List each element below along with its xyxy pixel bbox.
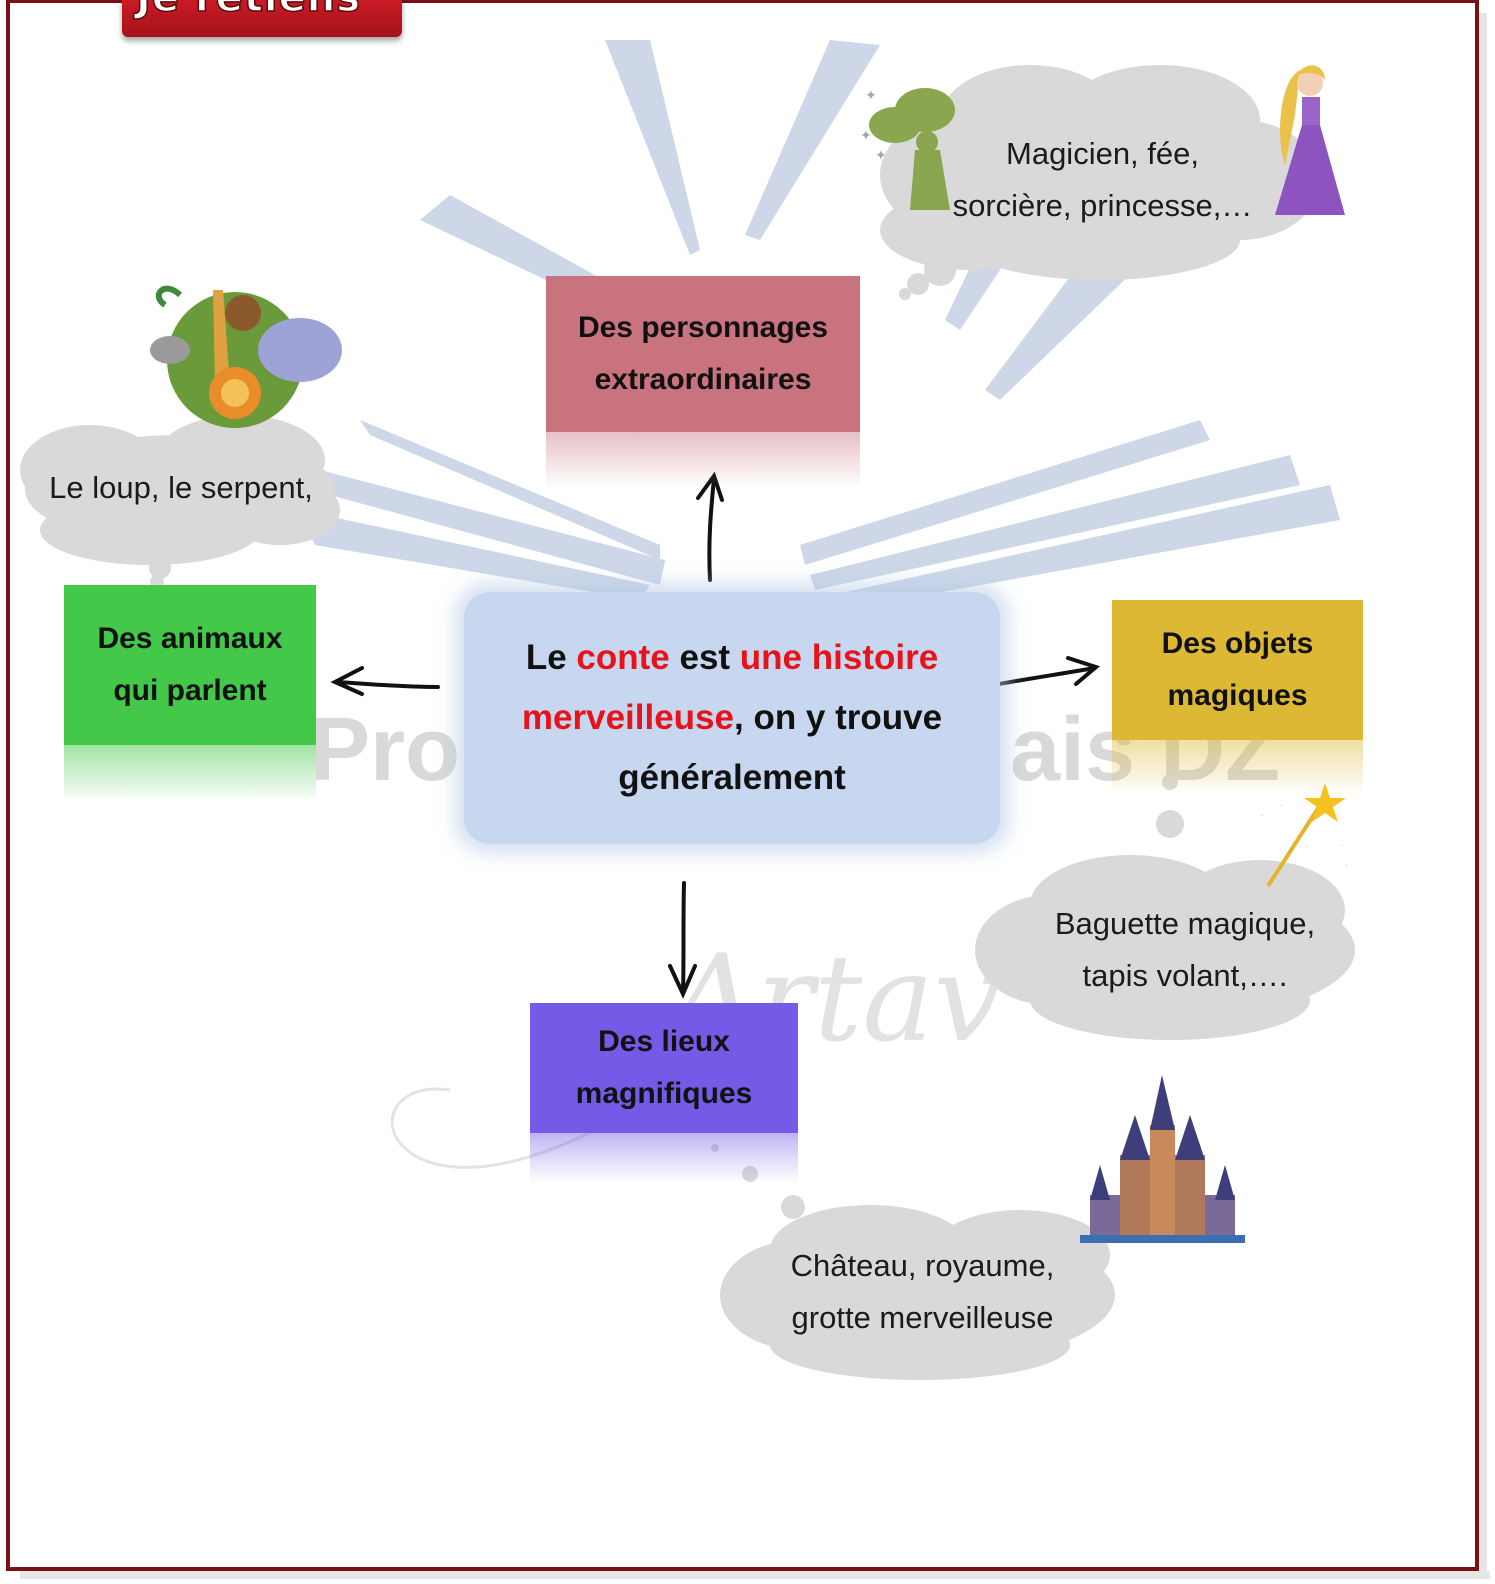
svg-text:·: · <box>1280 800 1283 811</box>
cloud-animaux-text: Le loup, le serpent, <box>22 462 340 514</box>
box-personnages: Des personnages extraordinaires <box>546 276 860 432</box>
center-line-1: Le conte est une histoire <box>525 638 939 677</box>
watermark-text: Pro <box>310 700 460 800</box>
princess-icon <box>1275 65 1345 215</box>
box-personnages-line1: Des personnages <box>577 311 829 344</box>
cloud-objets <box>975 774 1355 1040</box>
castle-icon <box>1080 1075 1245 1243</box>
center-line-2: merveilleuse, on y trouve <box>521 698 943 737</box>
cloud-personnages-line2: sorcière, princesse,… <box>952 188 1253 223</box>
badge-label: Je retiens <box>135 0 361 22</box>
box-personnages-line2: extraordinaires <box>594 363 812 396</box>
box-objets-line1: Des objets <box>1161 627 1314 660</box>
box-lieux-line1: Des lieux <box>598 1025 730 1058</box>
arrow-up-head <box>696 471 724 502</box>
central-definition-box: Le conte est une histoire merveilleuse, … <box>464 592 1000 844</box>
box-lieux: Des lieux magnifiques <box>530 1003 798 1133</box>
svg-text:·: · <box>1345 860 1348 871</box>
box-animaux: Des animaux qui parlent <box>64 585 316 745</box>
center-line-3: généralement <box>618 758 846 797</box>
svg-text:✦: ✦ <box>875 147 887 163</box>
page-frame: Je retiens <box>6 0 1490 1579</box>
box-animaux-line1: Des animaux <box>97 622 283 655</box>
cloud-lieux-line2: grotte merveilleuse <box>791 1300 1054 1335</box>
fairy-icon: ✦✦✦ <box>860 87 955 210</box>
magic-wand-icon: ···· <box>1260 783 1348 888</box>
cloud-lieux <box>711 1144 1115 1380</box>
box-personnages-reflection <box>546 432 860 488</box>
cloud-lieux-text: Château, royaume, grotte merveilleuse <box>760 1240 1085 1344</box>
jungle-animals-icon <box>150 285 342 428</box>
cloud-objets-line1: Baguette magique, <box>1054 906 1316 941</box>
svg-text:·: · <box>1260 810 1263 821</box>
box-objets-line2: magiques <box>1167 679 1308 712</box>
cloud-lieux-line1: Château, royaume, <box>790 1248 1055 1283</box>
box-lieux-line2: magnifiques <box>575 1077 753 1110</box>
box-animaux-line2: qui parlent <box>113 674 267 707</box>
arrow-right-head <box>1066 656 1101 686</box>
cloud-personnages-line1: Magicien, fée, <box>1006 136 1199 171</box>
arrow-left-head <box>330 666 364 696</box>
arrow-left <box>335 680 440 689</box>
arrow-down <box>681 881 686 994</box>
je-retiens-badge: Je retiens <box>122 0 402 37</box>
box-lieux-reflection <box>530 1133 798 1183</box>
arrow-up <box>707 476 716 582</box>
box-animaux-reflection <box>64 745 316 803</box>
svg-text:✦: ✦ <box>865 87 877 103</box>
cloud-objets-line2: tapis volant,…. <box>1082 958 1288 993</box>
box-objets: Des objets magiques <box>1112 600 1363 740</box>
box-objets-reflection <box>1112 740 1363 796</box>
arrow-down-head <box>668 964 697 999</box>
cloud-personnages-text: Magicien, fée, sorcière, princesse,… <box>930 128 1275 232</box>
svg-text:✦: ✦ <box>860 127 872 143</box>
cloud-animaux <box>20 415 340 589</box>
svg-text:·: · <box>1340 840 1343 851</box>
cloud-objets-text: Baguette magique, tapis volant,…. <box>1030 898 1340 1002</box>
cloud-animaux-line1: Le loup, le serpent, <box>49 470 313 505</box>
